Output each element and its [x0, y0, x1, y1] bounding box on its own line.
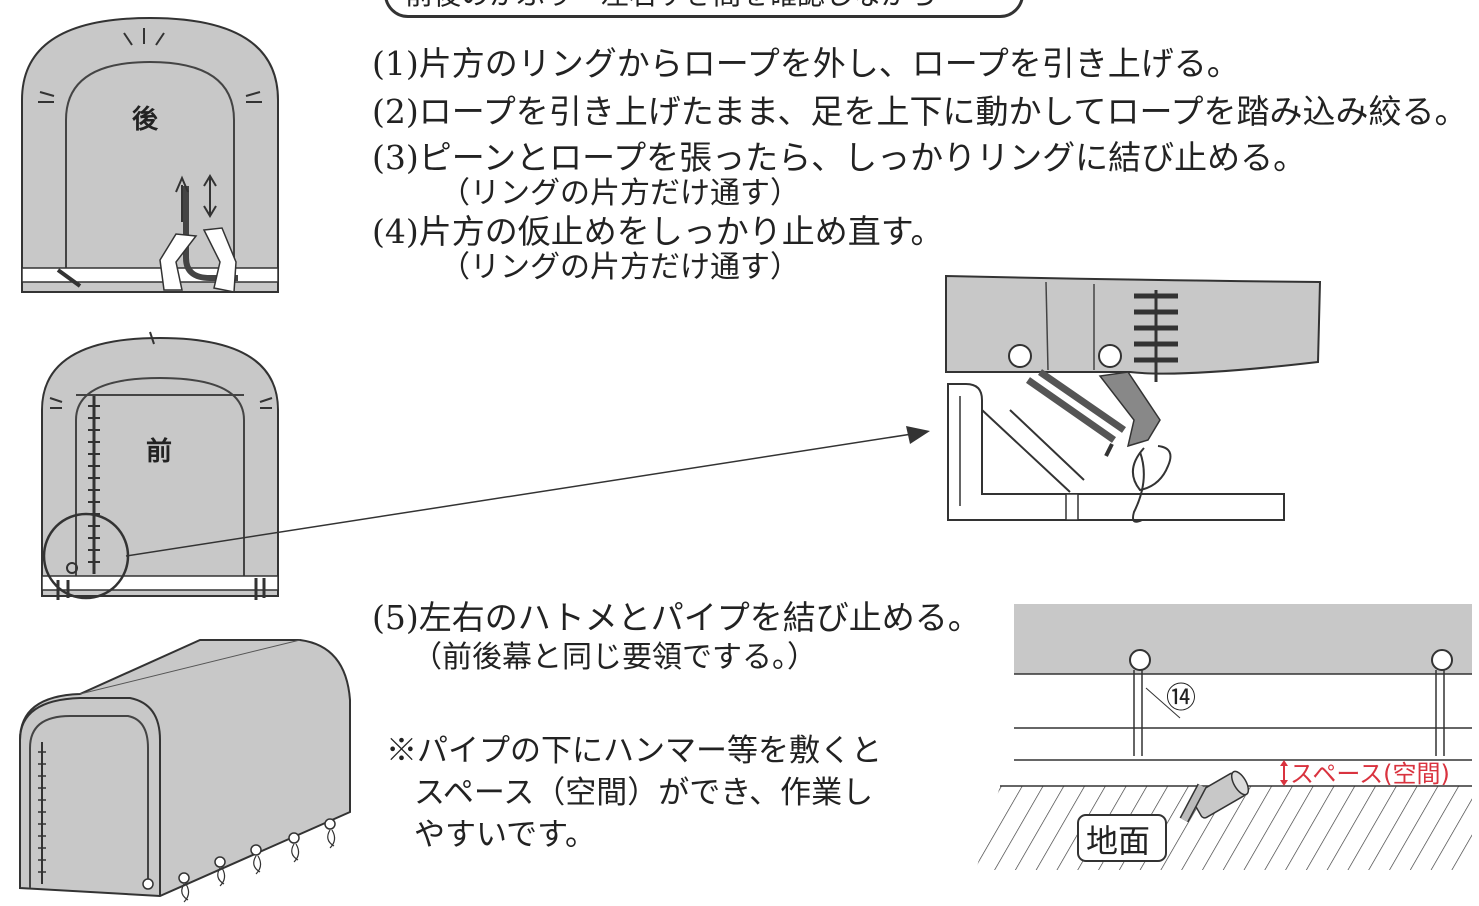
step-5: (5)左右のハトメとパイプを結び止める。 [372, 598, 981, 637]
step-4: (4)片方の仮止めをしっかり止め直す。 [372, 212, 943, 252]
space-label: スペース(空間) [1290, 760, 1450, 788]
ground-detail-figure [976, 604, 1472, 870]
step-3-number: (3) [372, 138, 419, 177]
rear-label: 後 [132, 104, 159, 135]
note-line-1: ※パイプの下にハンマー等を敷くと [386, 733, 882, 769]
step-2-number: (2) [372, 92, 419, 131]
section-header-text: 前後のかぶり・左右すき間を確認しながら [405, 0, 937, 11]
ground-label: 地面 [1086, 822, 1150, 860]
step-2: (2)ロープを引き上げたまま、足を上下に動かしてロープを踏み込み絞る。 [372, 92, 1468, 132]
arrow-head [906, 426, 930, 444]
iso-shed-figure [19, 639, 351, 903]
step-4-number: (4) [372, 212, 419, 251]
step-2-text: ロープを引き上げたまま、足を上下に動かしてロープを踏み込み絞る。 [418, 92, 1468, 131]
step-3: (3)ピーンとロープを張ったら、しっかりリングに結び止める。 [372, 138, 1306, 178]
part-number-label: ⑭ [1166, 681, 1196, 716]
rear-shed-figure [21, 16, 279, 293]
step-1: (1)片方のリングからロープを外し、ロープを引き上げる。 [372, 44, 1240, 84]
note-line-3: やすいです。 [414, 817, 596, 853]
front-label: 前 [146, 436, 172, 467]
step-5-subnote: （前後幕と同じ要領でする。） [412, 640, 817, 675]
note-line-2: スペース（空間）ができ、作業し [414, 775, 874, 811]
step-1-text: 片方のリングからロープを外し、ロープを引き上げる。 [418, 44, 1240, 83]
zoom-detail-figure [945, 274, 1322, 523]
leader-arrow [125, 433, 913, 557]
front-shed-figure [41, 331, 279, 600]
step-4-subnote: （リングの片方だけ通す） [440, 250, 800, 285]
step-4-text: 片方の仮止めをしっかり止め直す。 [418, 212, 944, 251]
step-1-number: (1) [372, 44, 419, 83]
step-3-text: ピーンとロープを張ったら、しっかりリングに結び止める。 [418, 138, 1307, 177]
step-3-subnote: （リングの片方だけ通す） [440, 176, 800, 211]
